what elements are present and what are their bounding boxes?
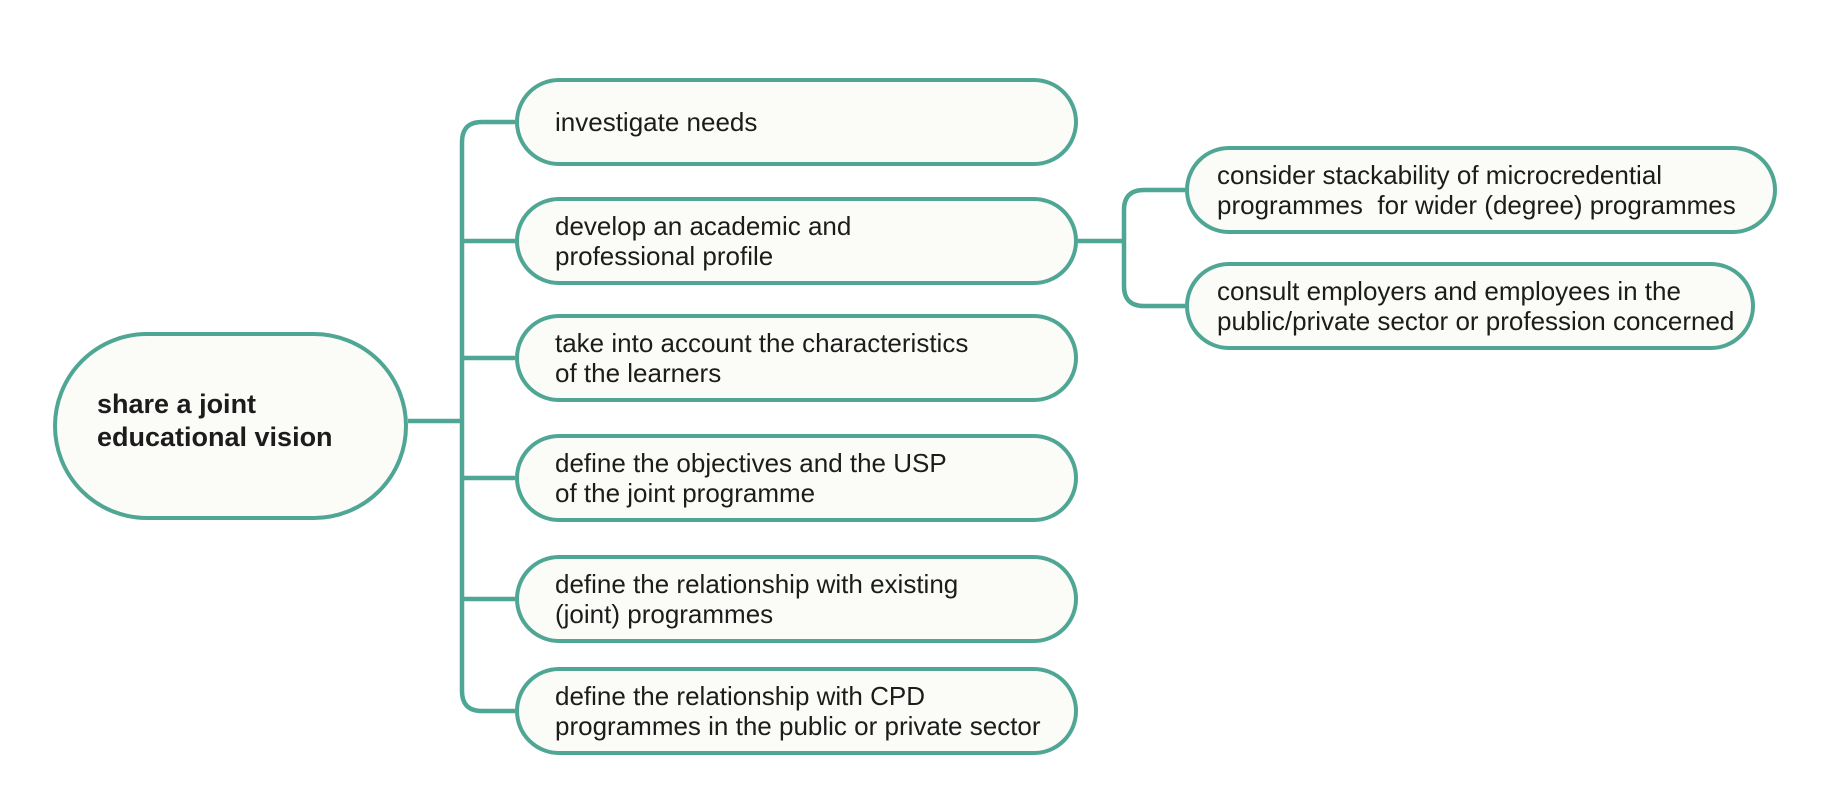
node-define-relationship-cpd-programmes[interactable]: define the relationship with CPD program… [515,667,1078,755]
node-label-line: consult employers and employees in the [1217,276,1681,306]
node-label-line: (joint) programmes [555,599,774,629]
node-root-share-a-joint-educational-vision[interactable]: share a joint educational vision [53,332,408,520]
node-label-line: public/private sector or profession conc… [1217,306,1735,336]
node-develop-academic-professional-profile[interactable]: develop an academic and professional pro… [515,197,1078,285]
node-label-line: define the relationship with CPD [555,681,925,711]
connector-left-trunk [459,119,515,714]
node-define-relationship-existing-programmes[interactable]: define the relationship with existing (j… [515,555,1078,643]
node-take-into-account-learner-characteristics[interactable]: take into account the characteristics of… [515,314,1078,402]
node-label-line: programmes in the public or private sect… [555,711,1041,741]
node-label-line: professional profile [555,241,774,271]
node-label-line: educational vision [97,422,333,452]
node-label-line: of the joint programme [555,478,816,508]
node-label-line: define the relationship with existing [555,569,959,599]
node-label-line: develop an academic and [555,211,852,241]
node-consider-stackability-microcredential[interactable]: consider stackability of microcredential… [1185,146,1777,234]
connector-right-trunk [1121,187,1185,309]
node-label-line: consider stackability of microcredential [1217,160,1663,190]
node-label-line: take into account the characteristics [555,328,969,358]
node-label-line: programmes for wider (degree) programmes [1217,190,1736,220]
node-consult-employers-employees[interactable]: consult employers and employees in the p… [1185,262,1755,350]
node-investigate-needs[interactable]: investigate needs [515,78,1078,166]
node-label-line: share a joint [97,389,257,419]
node-label-line: define the objectives and the USP [555,448,947,478]
node-label-line: investigate needs [555,107,758,137]
node-label-line: of the learners [555,358,722,388]
node-define-objectives-and-usp[interactable]: define the objectives and the USP of the… [515,434,1078,522]
